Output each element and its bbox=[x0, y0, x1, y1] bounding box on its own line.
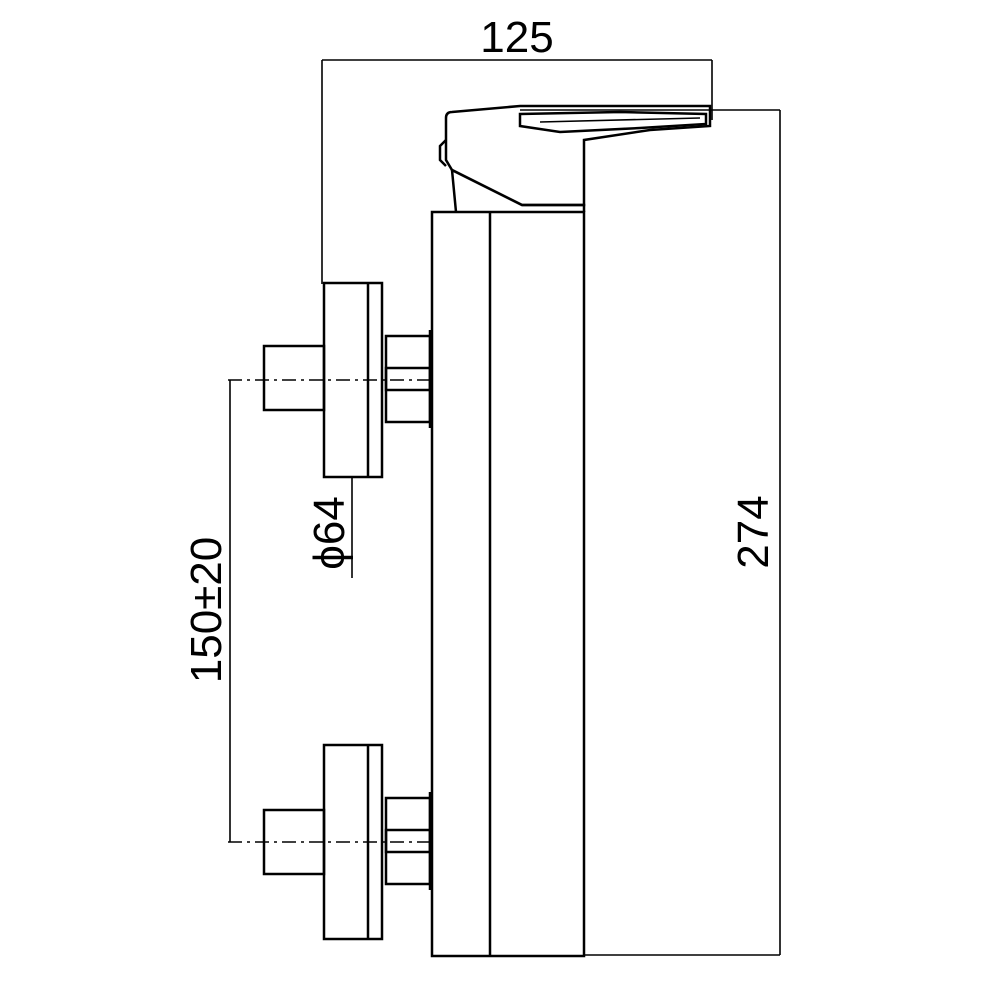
dimension-label-projection: 125 bbox=[480, 13, 553, 62]
lever-handle bbox=[438, 104, 712, 213]
dimension-label-inlet-centers: 150±20 bbox=[182, 537, 231, 684]
dimension-height: 274 bbox=[520, 109, 781, 956]
body-outline bbox=[430, 210, 586, 958]
handle-body bbox=[444, 104, 712, 207]
dimension-label-height: 274 bbox=[729, 495, 778, 568]
inlet-stub bbox=[262, 344, 326, 412]
mixer-body bbox=[430, 210, 586, 958]
union-thread bbox=[384, 366, 432, 392]
handle-cap bbox=[438, 139, 447, 167]
union-nut bbox=[384, 796, 432, 886]
dimension-flange-diameter: ϕ64 bbox=[305, 477, 354, 578]
handle-lever-top bbox=[518, 110, 708, 134]
handle-lever-detail bbox=[539, 117, 701, 123]
union-nut bbox=[384, 334, 432, 424]
dimension-inlet-centers: 150±20 bbox=[182, 380, 231, 842]
dimension-label-flange-diameter: ϕ64 bbox=[305, 496, 354, 570]
dimension-projection: 125 bbox=[321, 13, 713, 284]
union-thread bbox=[384, 828, 432, 854]
